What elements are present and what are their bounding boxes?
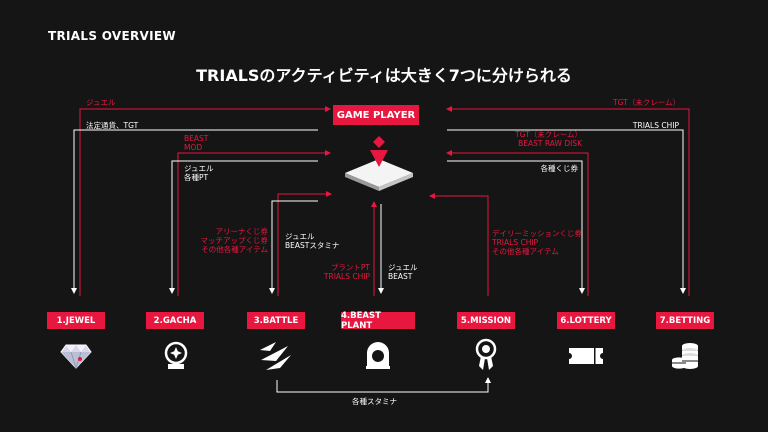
flow-jewel-in xyxy=(79,106,331,296)
label-betting-in: TGT（未クレーム） xyxy=(613,98,680,107)
award-ribbon-icon xyxy=(475,338,497,370)
activity-lottery: 6.LOTTERY xyxy=(557,312,615,329)
game-player-badge: GAME PLAYER xyxy=(333,105,419,125)
activity-beast-plant: 4.BEAST PLANT xyxy=(341,311,415,331)
flow-lottery-out xyxy=(447,160,585,294)
label-gacha-out: ジュエル 各種PT xyxy=(184,164,214,182)
flow-stamina-link xyxy=(276,377,491,393)
gacha-machine-icon xyxy=(164,341,188,369)
label-lottery-in: TGT（未クレーム） BEAST RAW DISK xyxy=(515,130,582,148)
label-mission-in: デイリーミッションくじ券 TRIALS CHIP その他各種アイテム xyxy=(492,229,582,256)
flow-gacha-in xyxy=(177,150,331,296)
flow-betting-out xyxy=(447,129,686,294)
coin-stack-icon xyxy=(672,343,698,369)
label-plant-in: プラントPT TRIALS CHIP xyxy=(323,263,370,281)
label-jewel-out: 法定通貨、TGT xyxy=(86,121,139,130)
ticket-icon xyxy=(568,348,604,364)
label-battle-out: ジュエル BEASTスタミナ xyxy=(285,232,340,250)
diamond-icon xyxy=(60,344,92,369)
page-title: TRIALSのアクティビティは大きく7つに分けられる xyxy=(196,66,572,85)
label-plant-out: ジュエル BEAST xyxy=(388,263,418,281)
flow-gacha-out xyxy=(169,160,318,294)
activity-betting: 7.BETTING xyxy=(656,312,714,329)
label-battle-in: アリーナくじ券 マッチアップくじ券 その他各種アイテム xyxy=(200,227,269,254)
label-lottery-out: 各種くじ券 xyxy=(540,164,579,173)
flow-battle-in xyxy=(277,191,332,296)
flow-jewel-out xyxy=(71,129,318,294)
activity-battle: 3.BATTLE xyxy=(247,312,305,329)
activity-gacha: 2.GACHA xyxy=(146,312,204,329)
activity-jewel: 1.JEWEL xyxy=(47,312,105,329)
label-jewel-in: ジュエル xyxy=(86,98,116,107)
player-platform-icon xyxy=(345,136,413,191)
label-stamina-link: 各種スタミナ xyxy=(352,397,397,406)
capsule-pod-icon xyxy=(366,342,390,369)
claw-slash-icon xyxy=(260,342,291,370)
page-header: TRIALS OVERVIEW xyxy=(48,29,176,43)
label-beast-mod: BEAST MOD xyxy=(184,134,209,152)
flow-betting-in xyxy=(446,106,690,296)
flow-battle-out xyxy=(269,200,318,294)
activity-mission: 5.MISSION xyxy=(457,312,515,329)
flow-mission-in xyxy=(429,193,489,296)
label-betting-out: TRIALS CHIP xyxy=(632,121,679,130)
flow-lottery-in xyxy=(446,150,589,296)
